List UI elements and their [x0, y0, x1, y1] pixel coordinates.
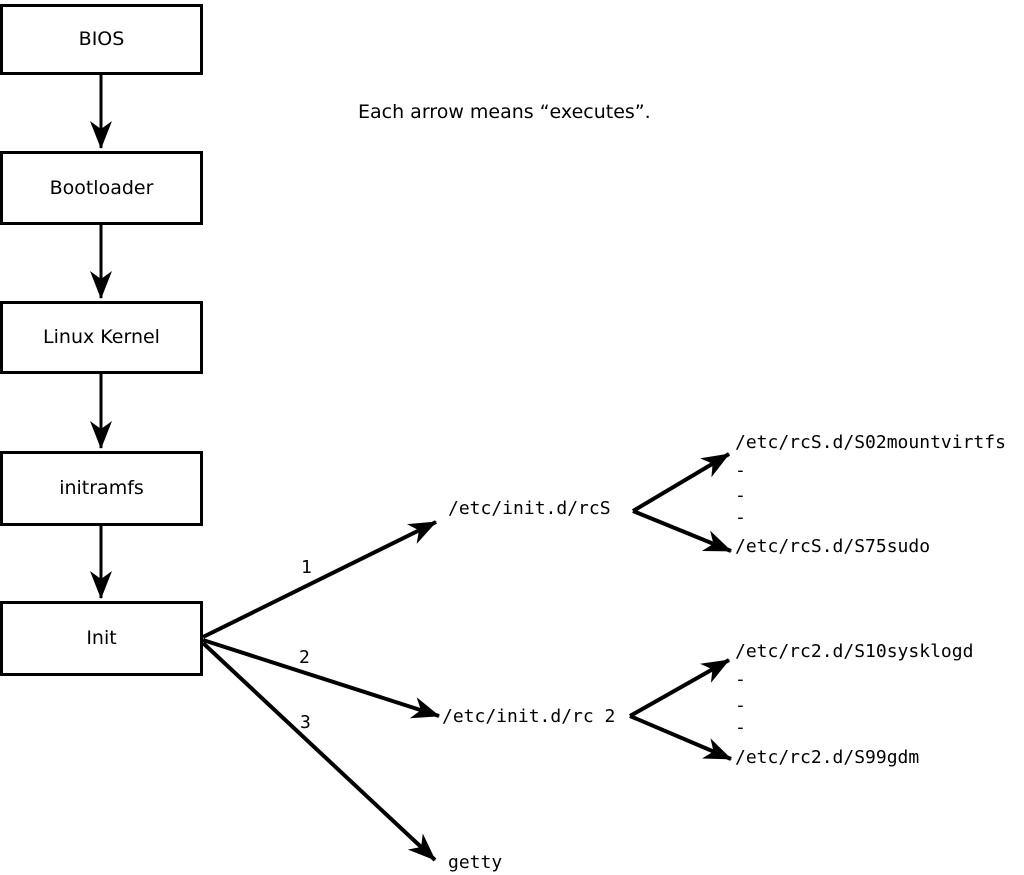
- box-bootloader-label: Bootloader: [49, 176, 154, 199]
- box-bios: BIOS: [0, 4, 203, 75]
- label-rc2-last-script: /etc/rc2.d/S99gdm: [735, 747, 920, 768]
- box-linux-kernel-label: Linux Kernel: [43, 326, 160, 348]
- box-init: Init: [0, 601, 203, 676]
- box-bios-label: BIOS: [78, 28, 125, 50]
- label-rc2-first-script: /etc/rc2.d/S10sysklogd: [735, 641, 974, 662]
- fanout-number-1: 1: [301, 557, 312, 578]
- arrow-init-to-rcs: [202, 520, 437, 639]
- arrow-rc2-to-last-script: [629, 714, 732, 761]
- arrow-rc2-to-first-script: [629, 658, 730, 718]
- label-init-d-rcs: /etc/init.d/rcS: [448, 498, 611, 519]
- arrow-init-to-rc2: [202, 638, 440, 719]
- label-rcs-first-script: /etc/rcS.d/S02mountvirtfs: [735, 432, 1006, 453]
- arrow-rcs-to-first-script: [631, 452, 731, 513]
- label-rcs-last-script: /etc/rcS.d/S75sudo: [735, 536, 931, 557]
- box-initramfs-label: initramfs: [59, 477, 144, 499]
- box-bootloader: Bootloader: [0, 151, 203, 225]
- rcs-ellipsis-dash: -: [735, 460, 746, 481]
- rc2-ellipsis-dash: -: [735, 695, 746, 716]
- label-getty: getty: [448, 852, 503, 873]
- rc2-ellipsis-dash: -: [735, 669, 746, 690]
- fanout-number-3: 3: [300, 712, 311, 733]
- box-init-label: Init: [86, 627, 117, 649]
- rcs-ellipsis-dash: -: [735, 507, 746, 528]
- rc2-ellipsis-dash: -: [735, 717, 746, 738]
- legend-note: Each arrow means “executes”.: [358, 101, 651, 123]
- box-initramfs: initramfs: [0, 451, 203, 526]
- rcs-ellipsis-dash: -: [735, 485, 746, 506]
- box-linux-kernel: Linux Kernel: [0, 301, 203, 374]
- arrow-rcs-to-last-script: [632, 509, 732, 553]
- fanout-number-2: 2: [299, 647, 310, 668]
- arrow-init-to-getty: [201, 641, 437, 862]
- label-init-d-rc2: /etc/init.d/rc 2: [442, 706, 616, 727]
